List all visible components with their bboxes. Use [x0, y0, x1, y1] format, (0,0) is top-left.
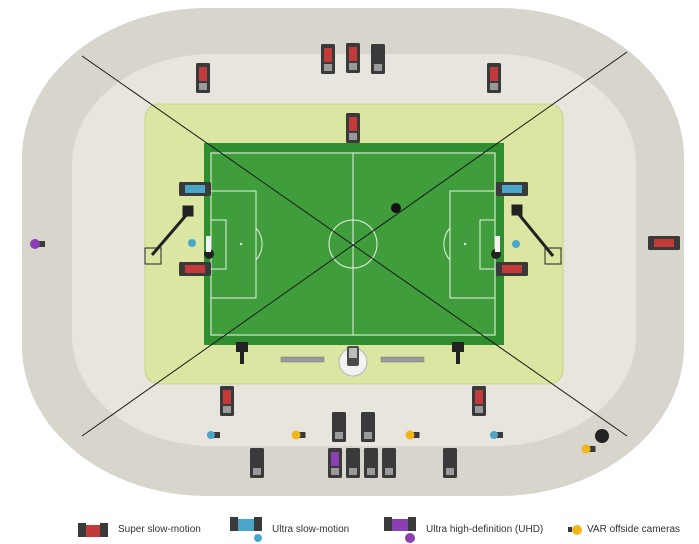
var-offside-camera-corner: [581, 444, 596, 454]
var-offside-camera-right: [405, 430, 420, 440]
legend-uhd: Ultra high-definition (UHD): [382, 515, 543, 543]
goal-side-small-cameras: [188, 239, 520, 248]
ultra-slow-camera-left: [179, 182, 211, 196]
uhd-camera-outer: [328, 448, 342, 478]
legend-ultra-slow-label: Ultra slow-motion: [272, 523, 350, 535]
ultra-slow-camera-icon: [230, 517, 262, 542]
super-slow-camera-top-left: [196, 63, 210, 93]
camera-positions: [30, 43, 680, 478]
var-camera-icon: [568, 525, 582, 535]
legend-ultra-slow: Ultra slow-motion: [228, 515, 349, 543]
super-slow-camera-right: [496, 262, 528, 276]
camera-outer-3: [364, 448, 378, 478]
uhd-camera-left-stand: [30, 239, 45, 249]
super-slow-camera-bottom-left: [220, 386, 234, 416]
camera-top-3: [371, 44, 385, 74]
team-benches: [280, 356, 425, 363]
legend-super-slow: Super slow-motion: [76, 515, 201, 543]
halfway-camera-platform: [338, 346, 368, 377]
var-offside-camera-left: [291, 430, 306, 440]
legend-var: VAR offside cameras: [566, 515, 680, 543]
super-slow-camera-top-right: [487, 63, 501, 93]
camera-bottom-2: [361, 412, 375, 442]
spider-camera: [391, 203, 401, 213]
super-slow-camera-bottom-right: [472, 386, 486, 416]
legend-uhd-label: Ultra high-definition (UHD): [426, 523, 544, 535]
super-slow-camera-icon: [78, 523, 108, 537]
camera-outer-1: [250, 448, 264, 478]
super-slow-camera-far-right: [648, 236, 680, 250]
camera-outer-5: [443, 448, 457, 478]
uhd-camera-icon: [384, 517, 416, 543]
ultra-slow-camera-right: [496, 182, 528, 196]
super-slow-camera-top-1: [321, 44, 335, 74]
legend-var-label: VAR offside cameras: [587, 523, 681, 535]
camera-sightlines: [81, 51, 628, 437]
super-slow-camera-halfway-top: [346, 113, 360, 143]
camera-bottom-1: [332, 412, 346, 442]
crane-camera-left: [144, 205, 194, 265]
ultra-slow-small-camera-right: [490, 431, 503, 439]
goal-line-markers: [206, 236, 500, 252]
camera-outer-2: [346, 448, 360, 478]
crane-camera-right: [511, 204, 562, 265]
super-slow-camera-top-2: [346, 43, 360, 73]
camera-outer-4: [382, 448, 396, 478]
legend-super-slow-label: Super slow-motion: [118, 523, 201, 535]
ultra-slow-small-camera-left: [207, 431, 220, 439]
super-slow-camera-left: [179, 262, 211, 276]
